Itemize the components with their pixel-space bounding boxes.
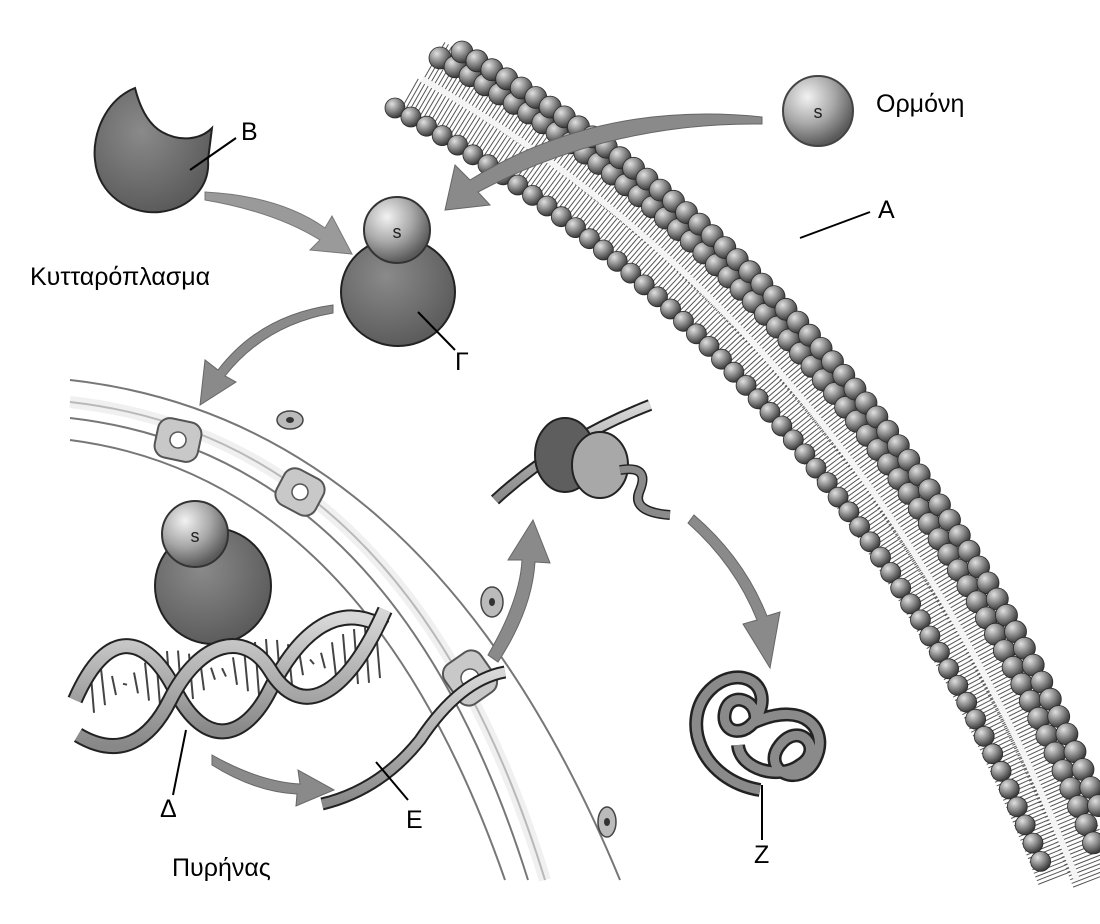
lipid-head <box>1007 797 1027 817</box>
envelope-ribosome <box>481 587 503 617</box>
dna-base-pair <box>112 676 116 695</box>
label-cytoplasm: Κυτταρόπλασμα <box>30 265 210 290</box>
arrow-complex-to-nucleus <box>200 305 333 405</box>
dna-base-pair <box>233 657 237 685</box>
dna-base-pair <box>321 653 325 669</box>
hormone-symbol: s <box>393 222 402 242</box>
dna-base-pair <box>310 660 314 665</box>
dna-base-pair <box>222 668 226 676</box>
envelope-ribosome <box>277 411 303 429</box>
dna-base-pair <box>211 668 215 680</box>
hormone-receptor-complex-g <box>341 197 455 346</box>
hormone-symbol: s <box>814 102 823 122</box>
label-d: Δ <box>160 797 177 822</box>
label-b: B <box>241 120 258 145</box>
arrow-dna-to-mrna <box>212 755 334 806</box>
lipid-head <box>1023 833 1043 853</box>
dna-base-pair <box>145 663 149 701</box>
lipid-head <box>1083 832 1100 854</box>
ribosome-translation <box>495 405 670 515</box>
lipid-head <box>1031 851 1051 871</box>
hormone-symbol: s <box>191 526 200 546</box>
arrow-ribosome-to-protein <box>688 515 780 668</box>
dna-base-pair <box>332 642 336 676</box>
dna-base-pair <box>134 673 138 694</box>
receptor-b <box>95 88 212 212</box>
label-e: E <box>406 808 423 833</box>
nuclear-pore <box>152 416 203 464</box>
label-z: Z <box>754 843 769 868</box>
lipid-head <box>991 761 1011 781</box>
label-a: A <box>878 198 895 223</box>
lipid-head <box>983 744 1003 764</box>
label-g: Γ <box>455 350 469 375</box>
label-hormone: Ορμόνη <box>876 92 964 117</box>
label-nucleus: Πυρήνας <box>172 856 271 881</box>
lipid-head <box>974 726 994 746</box>
envelope-ribosome <box>598 807 616 837</box>
arrow-receptor-to-complex <box>205 192 352 254</box>
membrane-inner-heads <box>385 98 1051 871</box>
dna-base-pair <box>123 684 127 685</box>
dna-base-pair <box>101 669 105 706</box>
lipid-head <box>999 779 1019 799</box>
folded-protein-z <box>696 677 819 790</box>
hormone-receptor-complex-nucleus <box>155 501 271 644</box>
lipid-head <box>1015 815 1035 835</box>
